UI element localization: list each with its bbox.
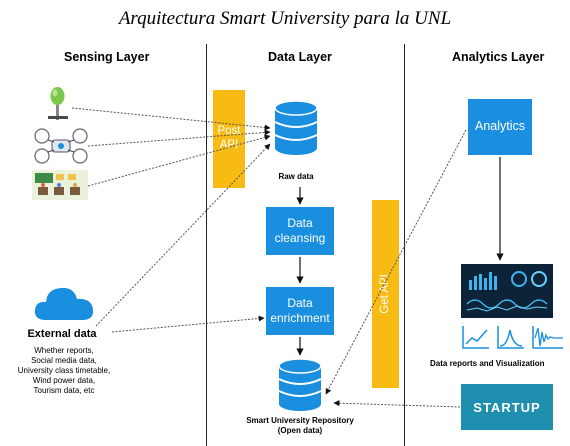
- external-to-raw-data-arrow: [95, 143, 271, 327]
- repository-label: Smart University Repository (Open data): [246, 416, 354, 435]
- lightbulb-sensor-icon: [48, 87, 68, 120]
- data-cleansing-box: Data cleansing: [266, 207, 334, 255]
- raw-data-database-icon: [274, 100, 318, 155]
- repository-database-icon: [278, 358, 322, 411]
- line-chart-icon: [462, 326, 489, 349]
- sensor-to-raw-data-arrow-1: [71, 107, 271, 131]
- analytics-layer-header: Analytics Layer: [452, 50, 545, 64]
- analytics-box: Analytics: [468, 99, 532, 155]
- dashboard-icon: [461, 264, 553, 318]
- startup-label: STARTUP: [473, 399, 541, 415]
- external-sources-text: Whether reports, Social media data, Univ…: [17, 346, 111, 395]
- external-to-enrichment-arrow: [111, 315, 265, 333]
- figure-title: Arquitectura Smart University para la UN…: [118, 8, 452, 29]
- sensing-layer-header: Sensing Layer: [64, 50, 150, 64]
- data-enrichment-box: Data enrichment: [266, 287, 334, 335]
- external-data-label: External data: [27, 328, 97, 340]
- reports-label: Data reports and Visualization: [430, 359, 545, 368]
- post-api-box: Post API: [213, 90, 245, 188]
- get-api-box: Get API: [372, 200, 399, 388]
- sensor-to-raw-data-arrow-2: [87, 129, 271, 147]
- data-layer-header: Data Layer: [268, 50, 332, 64]
- waveform-icon: [532, 326, 563, 349]
- bell-curve-icon: [497, 326, 524, 349]
- drone-icon: [34, 128, 88, 164]
- startup-image: STARTUP: [461, 384, 553, 430]
- layer-divider-left: [206, 44, 207, 446]
- classroom-icon: [32, 170, 88, 200]
- startup-to-repository-arrow: [333, 400, 461, 408]
- sensor-to-raw-data-arrow-3: [87, 134, 271, 187]
- cloud-icon: [34, 287, 94, 320]
- analytics-to-repository-arrow: [325, 129, 467, 395]
- raw-data-label: Raw data: [278, 172, 314, 181]
